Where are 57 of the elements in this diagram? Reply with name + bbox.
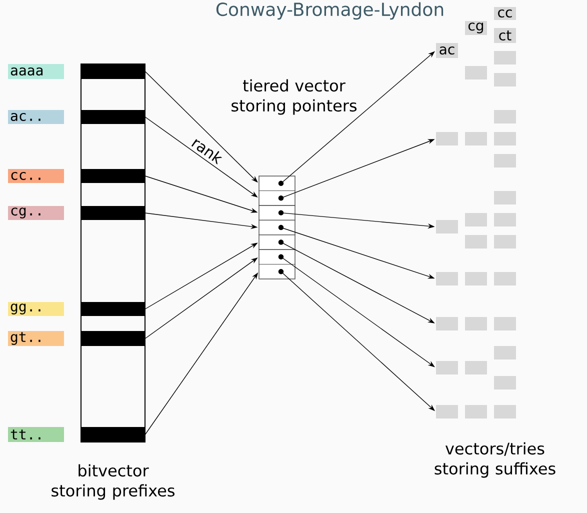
suffix-label: cg	[465, 21, 487, 35]
pointer-cell	[258, 220, 296, 236]
prefix-label: gt..	[8, 331, 64, 346]
suffix-label: cc	[494, 7, 516, 20]
pointer-cell	[258, 176, 296, 192]
suffix-block	[494, 272, 516, 286]
prefix-label: ac..	[8, 110, 64, 124]
suffix-block	[436, 132, 458, 146]
suffix-block	[494, 213, 516, 227]
suffix-block	[436, 405, 458, 419]
suffix-label: ac	[436, 43, 458, 58]
pointer-cell	[258, 234, 296, 250]
prefix-label: cc..	[8, 169, 64, 183]
suffix-block	[494, 317, 516, 331]
suffix-block	[465, 132, 487, 146]
bitvector-column	[80, 64, 146, 442]
pointer-cell	[258, 190, 296, 206]
set-bit-bar	[81, 302, 145, 316]
suffix-block	[465, 272, 487, 286]
suffix-block	[465, 361, 487, 375]
caption: bitvector storing prefixes	[52, 464, 174, 500]
suffix-block	[436, 220, 458, 234]
suffix-block	[494, 405, 516, 419]
suffix-label: ct	[494, 28, 516, 43]
prefix-label: cg..	[8, 206, 64, 220]
prefix-label: aaaa	[8, 64, 64, 79]
pointer-cell	[258, 249, 296, 265]
suffix-block	[465, 235, 487, 249]
suffix-block	[465, 317, 487, 331]
caption: vectors/tries storing suffixes	[434, 442, 556, 478]
set-bit-bar	[81, 110, 145, 124]
suffix-block	[494, 132, 516, 146]
suffix-block	[494, 73, 516, 87]
suffix-block	[465, 213, 487, 227]
suffix-block	[494, 191, 516, 205]
set-bit-bar	[81, 169, 145, 183]
suffix-block	[494, 346, 516, 360]
pointer-cell	[258, 264, 296, 280]
caption: tiered vector storing pointers	[232, 79, 357, 115]
set-bit-bar	[81, 427, 145, 442]
set-bit-bar	[81, 64, 145, 79]
set-bit-bar	[81, 331, 145, 346]
suffix-block	[494, 376, 516, 390]
suffix-block	[436, 361, 458, 375]
suffix-block	[465, 405, 487, 419]
suffix-block	[494, 154, 516, 168]
title: Conway-Bromage-Lyndon	[216, 2, 444, 20]
set-bit-bar	[81, 206, 145, 220]
prefix-label: gg..	[8, 302, 64, 316]
pointer-cell	[258, 205, 296, 220]
suffix-block	[494, 110, 516, 124]
suffix-block	[436, 272, 458, 286]
suffix-block	[436, 317, 458, 331]
prefix-label: tt..	[8, 427, 64, 442]
suffix-block	[465, 66, 487, 80]
suffix-block	[494, 51, 516, 65]
suffix-block	[494, 235, 516, 249]
